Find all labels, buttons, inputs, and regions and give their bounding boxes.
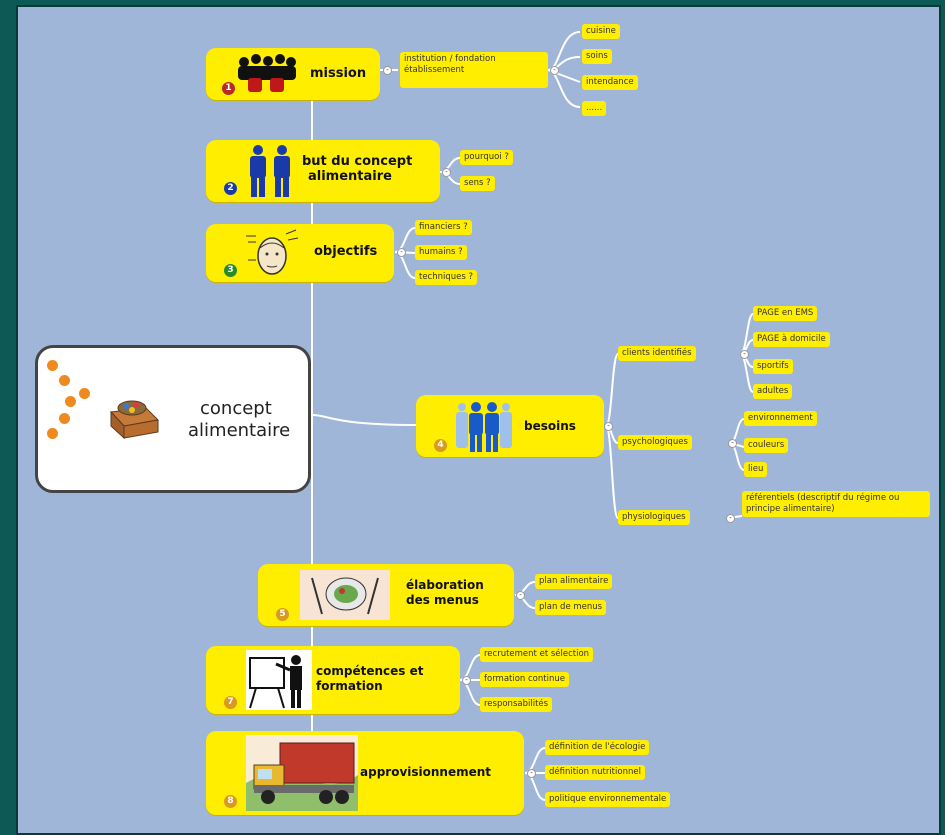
treasure-chest-icon (109, 400, 160, 440)
subtopic-recrutement[interactable]: recrutement et sélection (480, 647, 594, 662)
collapse-toggle[interactable]: - (726, 514, 735, 523)
subtopic-environnement[interactable]: environnement (744, 411, 817, 426)
subtopic-pourquoi[interactable]: pourquoi ? (460, 150, 513, 165)
topic-label: élaboration des menus (406, 578, 484, 608)
two-people-icon (250, 145, 290, 197)
topic-label: approvisionnement (360, 765, 492, 779)
collapse-toggle[interactable]: - (383, 66, 392, 75)
subtopic-formation-continue[interactable]: formation continue (480, 672, 569, 687)
subtopic-sens[interactable]: sens ? (460, 176, 495, 191)
topic-number: 1 (222, 82, 235, 95)
subtopic-page-domicile[interactable]: PAGE à domicile (753, 332, 830, 347)
subtopic-couleurs[interactable]: couleurs (744, 438, 789, 453)
thinking-face-icon (246, 229, 299, 275)
central-title: concept alimentaire (188, 398, 290, 442)
collapse-toggle[interactable]: - (397, 248, 406, 257)
decor-dot (59, 375, 70, 386)
collapse-toggle[interactable]: - (728, 439, 737, 448)
collapse-toggle[interactable]: - (550, 66, 559, 75)
subtopic-clients-identifies[interactable]: clients identifiés (618, 346, 696, 361)
truck-icon (246, 735, 358, 811)
collapse-toggle[interactable]: - (442, 168, 451, 177)
subtopic-responsabilites[interactable]: responsabilités (480, 697, 553, 712)
subtopic-soins[interactable]: soins (582, 49, 612, 64)
subtopic-page-ems[interactable]: PAGE en EMS (753, 306, 818, 321)
topic-label: objectifs (314, 244, 378, 259)
subtopic-psychologiques[interactable]: psychologiques (618, 435, 692, 450)
decor-dot (59, 413, 70, 424)
collapse-toggle[interactable]: - (516, 591, 525, 600)
topic-elaboration-des-menus[interactable]: 5 élaboration des menus (258, 564, 514, 626)
central-title-line2: alimentaire (188, 420, 291, 441)
topic-label-line: élaboration (406, 578, 484, 592)
crowd-icon (238, 54, 296, 92)
topic-besoins[interactable]: 4 besoins (416, 395, 604, 457)
subtopic-definition-nutritionnel[interactable]: définition nutritionnel (545, 765, 645, 780)
subtopic-etc[interactable]: ...... (582, 101, 607, 116)
topic-label-line: compétences et (316, 664, 424, 678)
topic-number: 4 (434, 439, 447, 452)
presenter-icon (246, 650, 312, 710)
topic-approvisionnement[interactable]: 8 approvisionnement (206, 731, 524, 815)
collapse-toggle[interactable]: - (527, 769, 536, 778)
topic-number: 3 (224, 264, 237, 277)
central-title-line1: concept (200, 398, 272, 419)
topic-label-line: but du concept (302, 154, 413, 169)
topic-label: compétences et formation (316, 664, 423, 694)
topic-label-line: alimentaire (308, 169, 392, 184)
decor-dot (47, 360, 58, 371)
subtopic-techniques[interactable]: techniques ? (415, 270, 478, 285)
subtopic-line: institution / fondation (404, 54, 496, 64)
topic-label: mission (310, 66, 367, 81)
topic-label-line: formation (316, 679, 383, 693)
topic-label: besoins (524, 419, 576, 433)
topic-competences-et-formation[interactable]: 7 compétences et formation (206, 646, 460, 714)
topic-label: but du concept alimentaire (302, 154, 412, 184)
collapse-toggle[interactable]: - (740, 350, 749, 359)
subtopic-cuisine[interactable]: cuisine (582, 24, 620, 39)
subtopic-institution[interactable]: institution / fondation établissement (400, 52, 548, 88)
topic-objectifs[interactable]: 3 objectifs (206, 224, 394, 282)
topic-number: 7 (224, 696, 237, 709)
subtopic-plan-de-menus[interactable]: plan de menus (535, 600, 607, 615)
subtopic-intendance[interactable]: intendance (582, 75, 638, 90)
collapse-toggle[interactable]: - (462, 676, 471, 685)
subtopic-referentiels[interactable]: référentiels (descriptif du régime ou pr… (742, 491, 930, 517)
meal-icon (300, 570, 390, 620)
central-topic[interactable]: concept alimentaire (35, 345, 311, 493)
subtopic-plan-alimentaire[interactable]: plan alimentaire (535, 574, 613, 589)
topic-number: 2 (224, 182, 237, 195)
subtopic-definition-ecologie[interactable]: définition de l'écologie (545, 740, 650, 755)
subtopic-humains[interactable]: humains ? (415, 245, 467, 260)
subtopic-financiers[interactable]: financiers ? (415, 220, 472, 235)
decor-dot (47, 428, 58, 439)
topic-mission[interactable]: 1 mission (206, 48, 380, 100)
decor-dot (65, 396, 76, 407)
subtopic-sportifs[interactable]: sportifs (753, 359, 793, 374)
topic-label-line: des menus (406, 593, 479, 607)
subtopic-adultes[interactable]: adultes (753, 384, 793, 399)
topic-number: 8 (224, 795, 237, 808)
subtopic-politique-environnementale[interactable]: politique environnementale (545, 792, 671, 807)
topic-number: 5 (276, 608, 289, 621)
subtopic-lieu[interactable]: lieu (744, 462, 768, 477)
subtopic-line: établissement (404, 65, 465, 75)
subtopic-physiologiques[interactable]: physiologiques (618, 510, 690, 525)
people-group-icon (456, 402, 512, 452)
collapse-toggle[interactable]: - (604, 422, 613, 431)
decor-dot (79, 388, 90, 399)
topic-but-du-concept[interactable]: 2 but du concept alimentaire (206, 140, 440, 202)
